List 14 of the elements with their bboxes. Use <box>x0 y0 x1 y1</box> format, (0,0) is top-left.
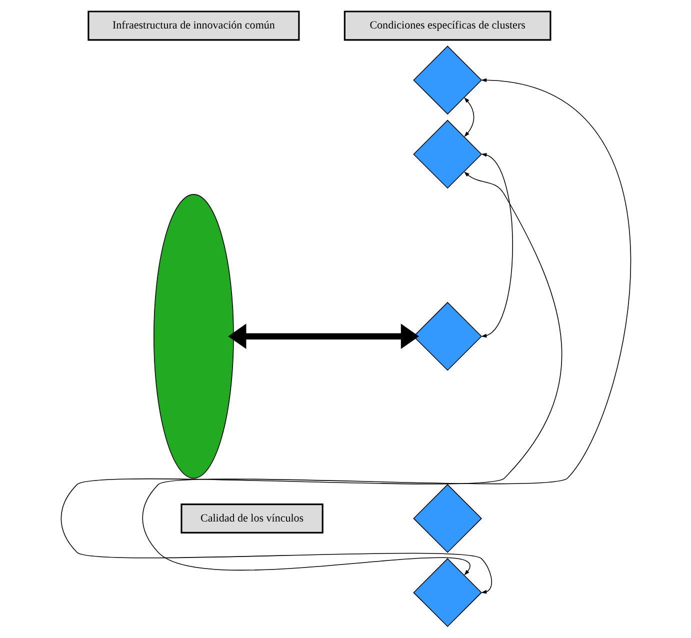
arrow <box>228 324 418 350</box>
node-box: Calidad de los vínculos <box>180 503 323 534</box>
arrow <box>142 78 631 576</box>
node-diamond <box>412 120 482 189</box>
arrow <box>480 153 512 338</box>
node-box: Condiciones específicas de clusters <box>343 10 551 41</box>
arrow <box>464 97 474 137</box>
node-diamond <box>412 302 482 371</box>
node-diamond <box>412 46 482 115</box>
node-ellipse <box>152 194 234 479</box>
node-diamond <box>412 484 482 553</box>
node-box: Infraestructura de innovación común <box>87 10 300 41</box>
arrow <box>60 172 562 594</box>
node-diamond <box>412 558 482 628</box>
